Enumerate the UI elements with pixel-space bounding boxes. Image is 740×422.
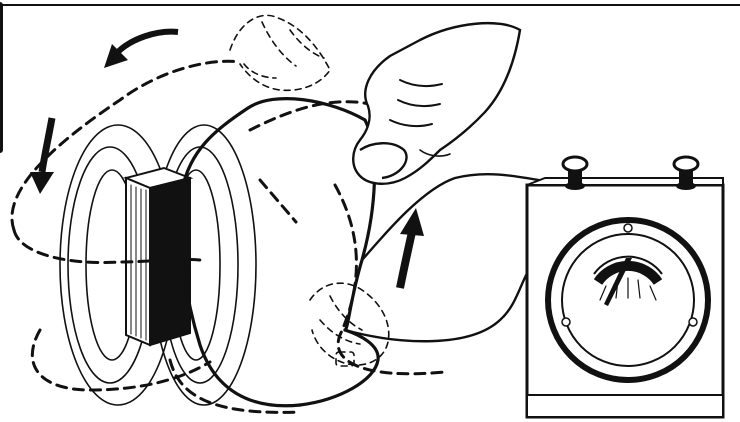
screw-icon [624,224,632,232]
terminal-knob-icon [674,157,698,190]
terminal-knob-icon [563,157,587,190]
down-arrow-icon [30,118,54,194]
screw-icon [562,318,570,326]
up-arrow-icon [400,208,424,288]
screw-icon [689,318,697,326]
curved-arrow-icon [104,32,178,68]
hand [353,23,520,184]
ghost-hand-upper [230,15,330,90]
wire-loop [180,99,378,406]
galvanometer [527,157,723,417]
